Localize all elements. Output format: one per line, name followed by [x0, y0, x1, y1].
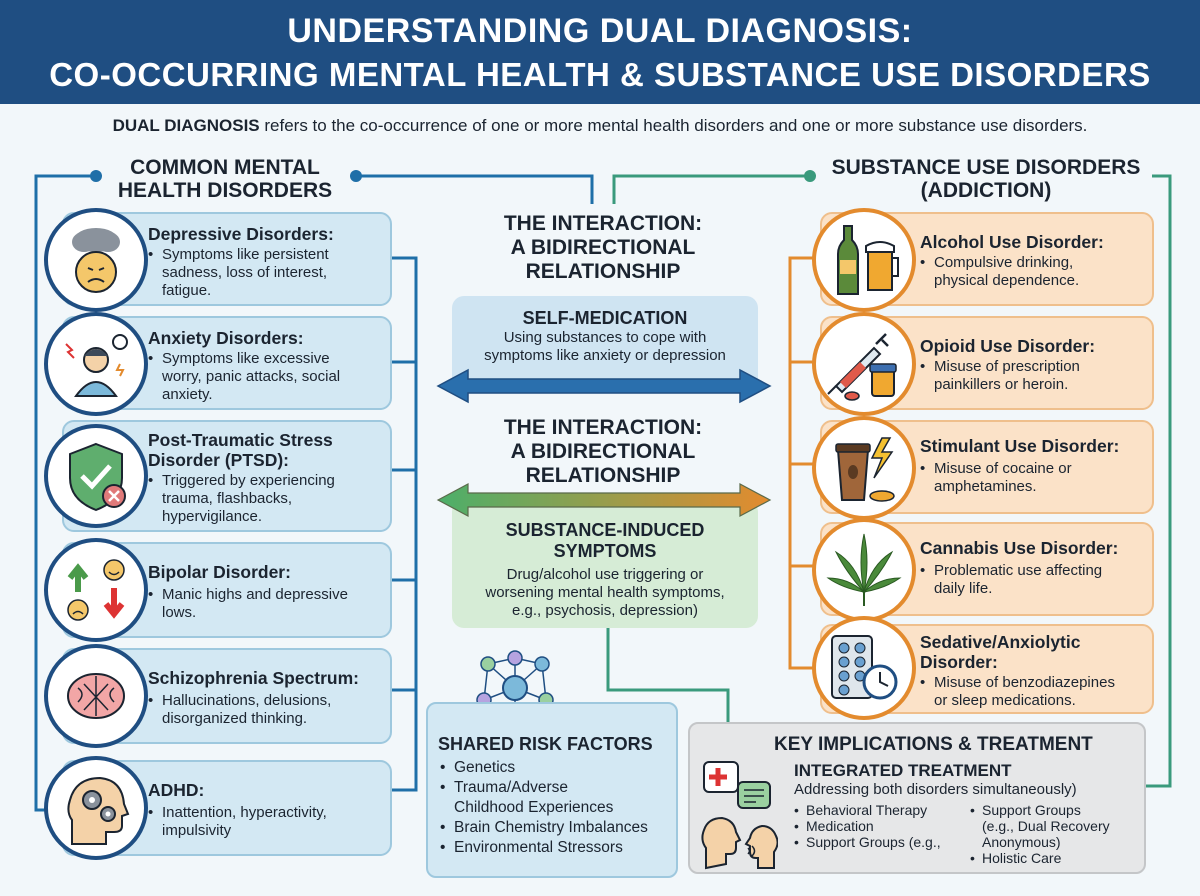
self-medication-box: SELF-MEDICATION Using substances to cope…	[452, 296, 758, 392]
card-title: Bipolar Disorder:	[148, 562, 291, 582]
header-banner: UNDERSTANDING DUAL DIAGNOSIS: CO-OCCURRI…	[0, 0, 1200, 104]
definition-text: refers to the co-occurrence of one or mo…	[259, 116, 1088, 135]
list-item: Brain Chemistry Imbalances	[440, 818, 648, 838]
card-title: Stimulant Use Disorder:	[920, 436, 1120, 456]
list-item: Holistic Care	[970, 850, 1110, 866]
card-title: Alcohol Use Disorder:	[920, 232, 1104, 252]
sad-face-cloud-icon	[44, 208, 148, 312]
integrated-treatment-text: Addressing both disorders simultaneously…	[794, 781, 1077, 798]
mental-health-title: COMMON MENTAL HEALTH DISORDERS	[117, 156, 333, 202]
card-title: Depressive Disorders:	[148, 224, 334, 244]
page-subtitle: CO-OCCURRING MENTAL HEALTH & SUBSTANCE U…	[49, 56, 1151, 93]
syringe-pills-icon	[812, 312, 916, 416]
brain-icon	[44, 644, 148, 748]
card-bullets: Hallucinations, delusions,disorganized t…	[148, 692, 331, 728]
card-title: Cannabis Use Disorder:	[920, 538, 1119, 558]
card-title: Schizophrenia Spectrum:	[148, 668, 360, 688]
page-title: UNDERSTANDING DUAL DIAGNOSIS:	[287, 12, 913, 50]
bidirectional-arrow-gradient	[436, 483, 772, 517]
interaction-title-top: THE INTERACTION: A BIDIRECTIONAL RELATIO…	[503, 212, 703, 283]
cannabis-leaf-icon	[812, 518, 916, 622]
self-medication-heading: SELF-MEDICATION	[522, 308, 688, 328]
list-item: Support Groups (e.g.,	[794, 834, 941, 850]
key-implications-heading: KEY IMPLICATIONS & TREATMENT	[774, 734, 1093, 755]
interaction-title-bottom: THE INTERACTION: A BIDIRECTIONAL RELATIO…	[503, 416, 703, 487]
card-bipolar-disorder: Bipolar Disorder: Manic highs and depres…	[62, 542, 392, 638]
key-implications-box: KEY IMPLICATIONS & TREATMENT INTEGRATED …	[688, 722, 1146, 874]
list-item: Support Groups(e.g., Dual RecoveryAnonym…	[970, 802, 1110, 850]
mood-swing-arrows-icon	[44, 538, 148, 642]
anxious-person-icon	[44, 312, 148, 416]
risk-factors-heading: SHARED RISK FACTORS	[438, 734, 653, 754]
card-title: Opioid Use Disorder:	[920, 336, 1096, 356]
connector-dot	[350, 170, 362, 182]
bidirectional-arrow-blue	[436, 368, 772, 404]
integrated-treatment-heading: INTEGRATED TREATMENT	[794, 761, 1012, 780]
list-item: Behavioral Therapy	[794, 802, 941, 818]
card-title: Anxiety Disorders:	[148, 328, 304, 348]
definition-term: DUAL DIAGNOSIS	[112, 116, 260, 135]
shared-risk-factors-box: SHARED RISK FACTORS Genetics Trauma/Adve…	[426, 702, 678, 878]
network-people-icon	[476, 650, 554, 728]
treatment-list-left: Behavioral Therapy Medication Support Gr…	[794, 802, 941, 850]
card-bullets: Inattention, hyperactivity,impulsivity	[148, 804, 327, 840]
shield-check-icon	[44, 424, 148, 528]
head-gears-icon	[44, 756, 148, 860]
definition: DUAL DIAGNOSIS refers to the co-occurren…	[0, 116, 1200, 136]
list-item: Genetics	[440, 758, 648, 778]
substance-use-title: SUBSTANCE USE DISORDERS (ADDICTION)	[831, 156, 1141, 202]
bottle-beer-icon	[812, 208, 916, 312]
card-title: ADHD:	[148, 780, 205, 800]
connector-dot	[804, 170, 816, 182]
connector-dot	[90, 170, 102, 182]
treatment-list-right: Support Groups(e.g., Dual RecoveryAnonym…	[970, 802, 1110, 866]
list-item: Medication	[794, 818, 941, 834]
pill-pack-clock-icon	[812, 616, 916, 720]
conversation-heads-icon	[701, 761, 778, 870]
card-bullets: Compulsive drinking,physical dependence.	[920, 254, 1079, 290]
coffee-lightning-icon	[812, 416, 916, 520]
list-item: Environmental Stressors	[440, 838, 648, 858]
